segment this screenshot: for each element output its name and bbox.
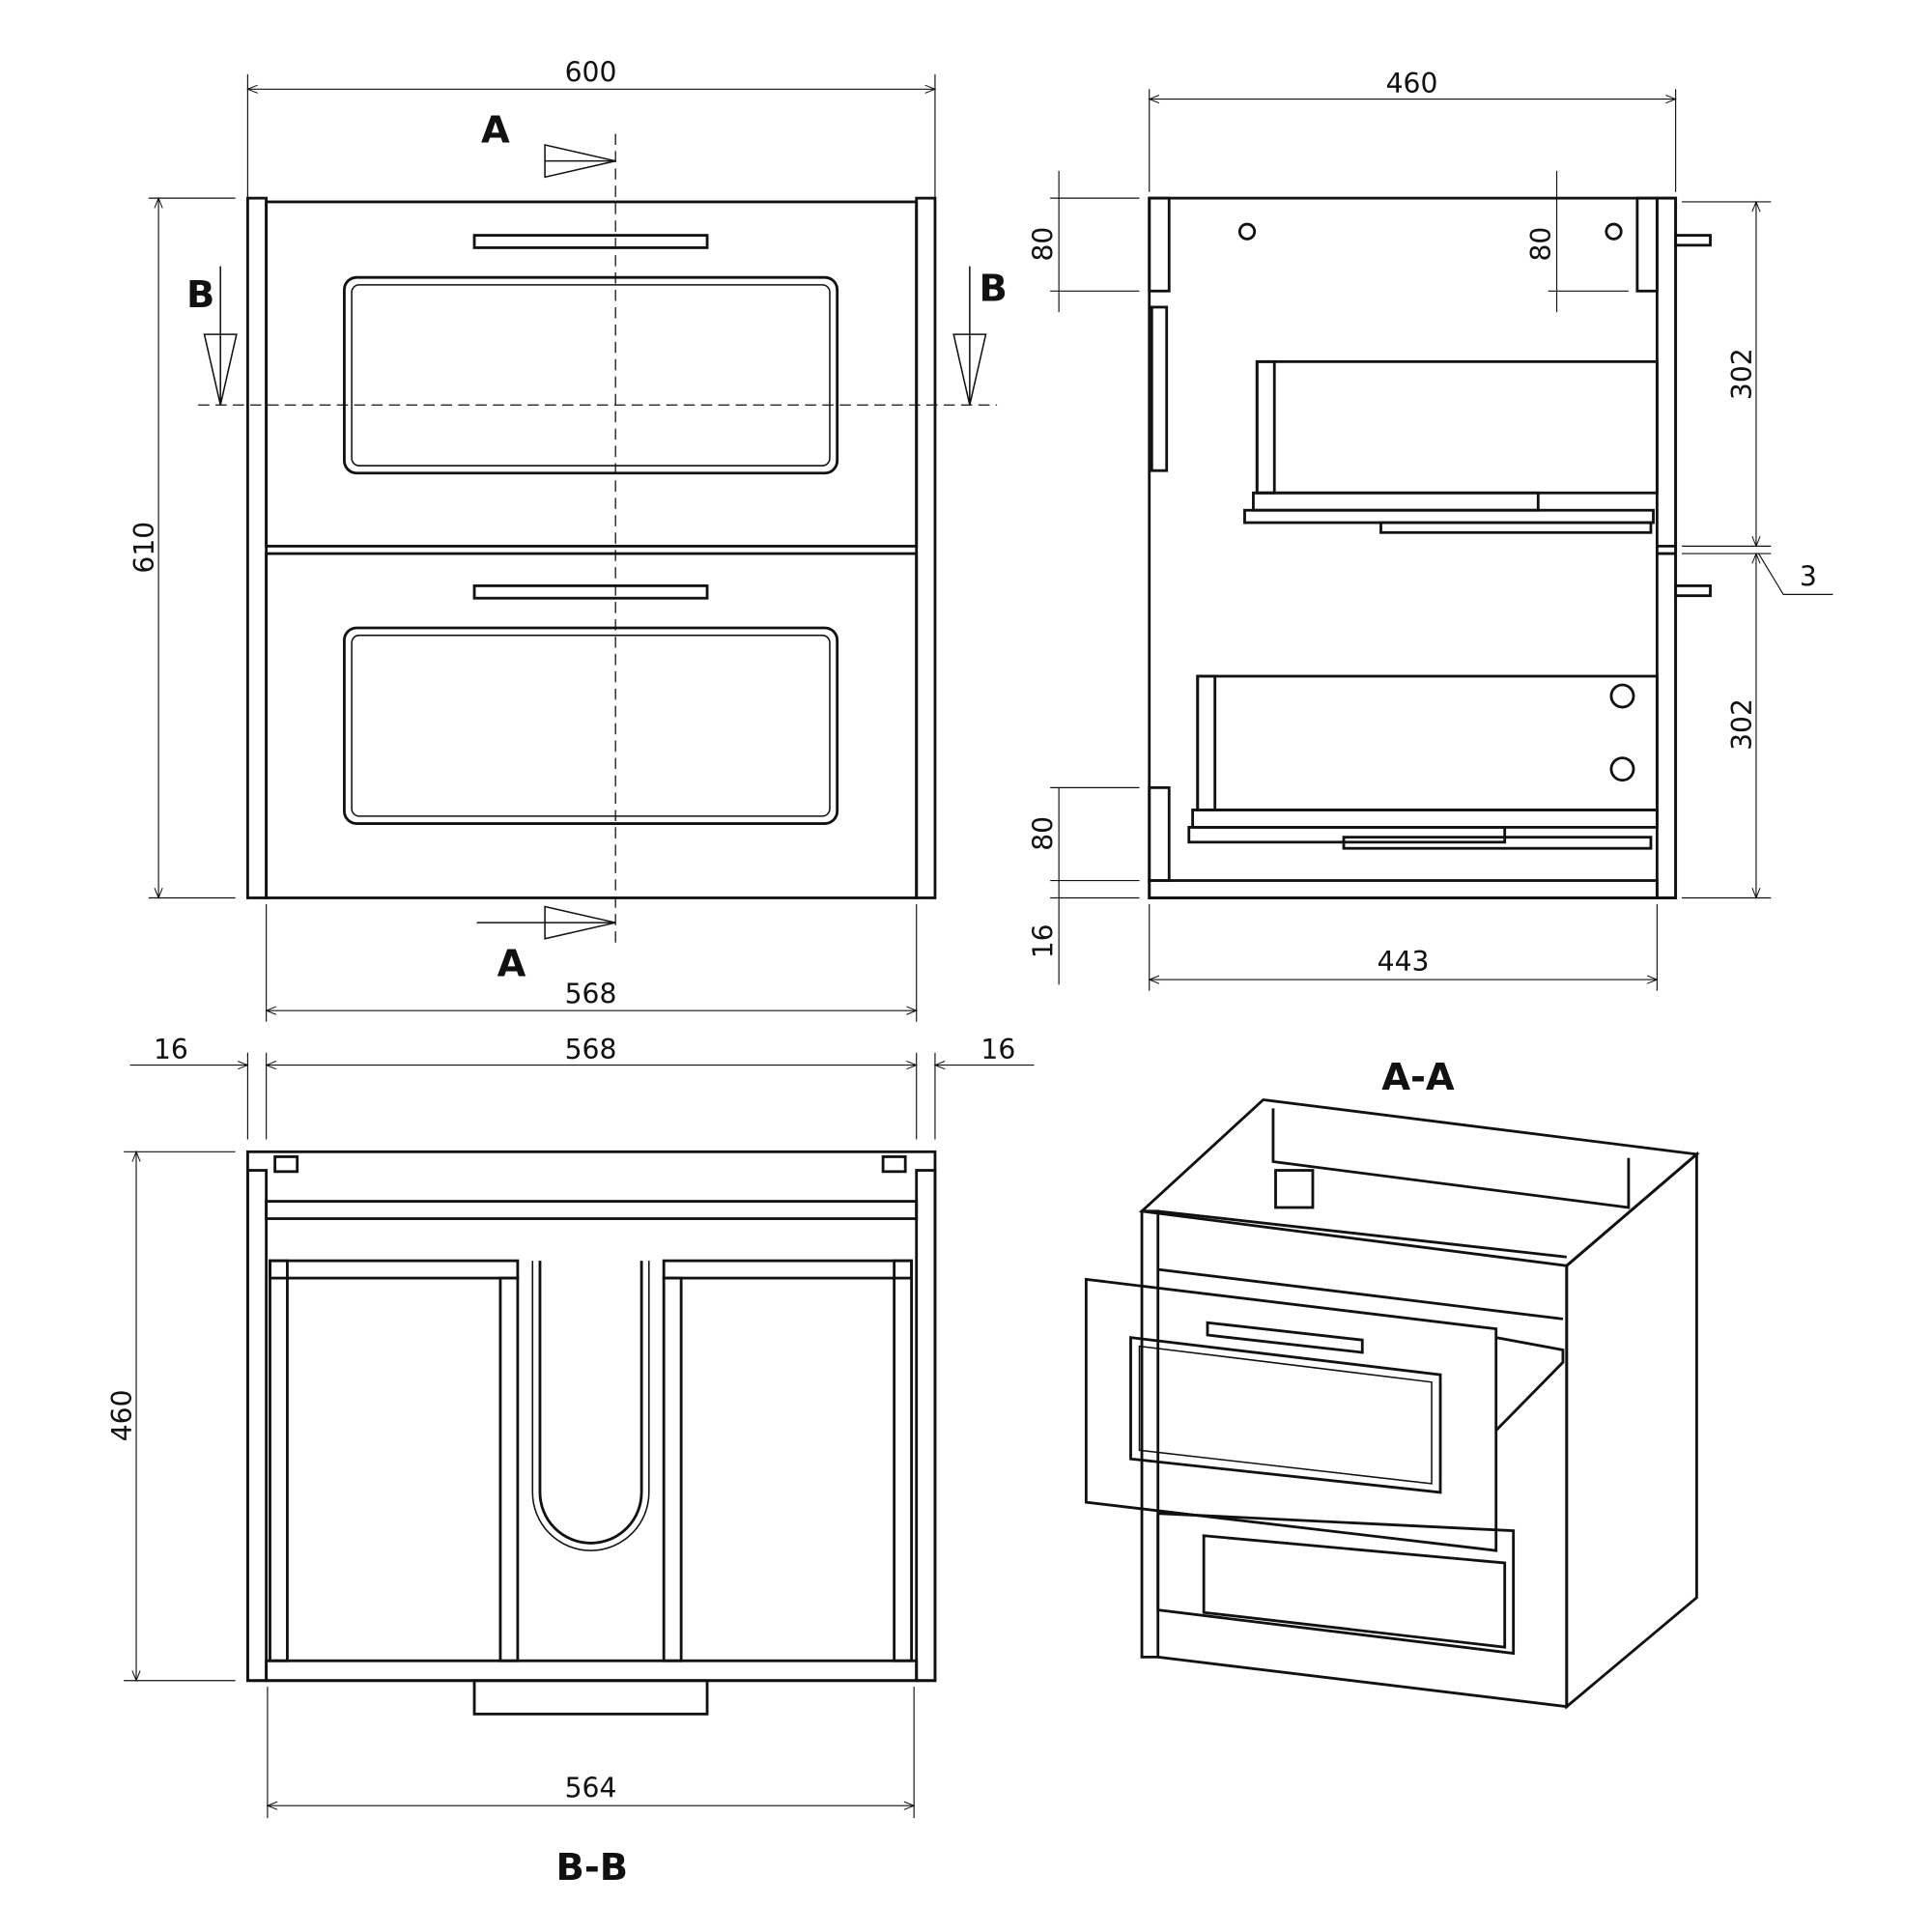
wall-bracket: [273, 1155, 299, 1174]
top-drawer-rail: [1379, 521, 1653, 534]
dim-depth-overall: 460: [1386, 68, 1438, 99]
section-bb-view: 16 568 16 460 564 B-B: [106, 1034, 1035, 1889]
dowel-hole: [1609, 756, 1635, 782]
dim-drawer-height-top: 302: [1726, 348, 1758, 400]
right-side-section: [915, 1169, 937, 1683]
wall-bracket: [1674, 234, 1712, 247]
hinge-mechanism: [1150, 305, 1169, 472]
cabinet-right-side: [1565, 1151, 1698, 1710]
section-arrow-b-left: [203, 266, 238, 406]
dim-top-offset-inner: 80: [1525, 227, 1557, 262]
top-drawer-panel-inner: [351, 284, 831, 467]
top-drawer-runner: [1243, 508, 1655, 525]
top-drawer-bottom: [1252, 491, 1540, 512]
dowel-hole: [1605, 222, 1623, 241]
top-drawer-handle: [472, 234, 709, 249]
back-rail-top: [1635, 196, 1659, 293]
front-rail-bottom: [1148, 785, 1171, 882]
dim-depth-plan: 460: [106, 1389, 138, 1441]
back-rail-section: [265, 1200, 919, 1220]
bottom-drawer-panel-inner: [351, 634, 831, 817]
open-drawer-panel: [1129, 1336, 1442, 1494]
bottom-drawer-box: [1196, 674, 1659, 811]
right-drawer-back: [662, 1259, 914, 1280]
section-label-b-right: B: [980, 268, 1008, 311]
drawer-handle-plan: [472, 1679, 709, 1716]
top-drawer-front: [265, 200, 919, 548]
dowel-hole: [1237, 222, 1257, 241]
wall-bracket: [1674, 584, 1712, 598]
siphon-cutout: [538, 1261, 643, 1545]
dim-side-right: 16: [980, 1034, 1015, 1065]
left-drawer-back: [269, 1259, 520, 1280]
open-drawer-front: [1084, 1277, 1498, 1552]
bottom-drawer-front: [265, 552, 919, 899]
isometric-view: A-A: [1084, 1056, 1700, 1710]
left-side-panel: [246, 196, 269, 899]
left-drawer-side-inner: [498, 1276, 520, 1662]
bottom-panel: [1148, 879, 1659, 899]
bottom-drawer-runner: [1187, 826, 1507, 844]
section-label-a-top: A: [481, 108, 510, 152]
cabinet-left-edge: [1140, 1209, 1160, 1659]
front-view: A A B B 600 610 568: [128, 57, 1008, 1022]
section-aa-title: A-A: [1381, 1056, 1455, 1099]
section-arrow-a-top: [544, 144, 616, 179]
cabinet-side-outline: [1148, 196, 1678, 899]
side-section-view: 460 443 302 302 3 80 80 80 16: [1028, 68, 1833, 991]
dim-top-offset-left: 80: [1028, 227, 1060, 262]
dim-width-overall: 600: [565, 57, 617, 89]
dowel-hole: [1609, 683, 1635, 709]
section-bb-title: B-B: [556, 1846, 629, 1889]
dim-width-inner: 568: [565, 978, 617, 1009]
dim-height-overall: 610: [128, 522, 160, 574]
hinge-mechanism: [1274, 1169, 1315, 1209]
bottom-drawer-box-front: [1196, 674, 1217, 811]
bottom-drawer-bottom: [1191, 809, 1659, 829]
front-rail-top: [1148, 196, 1171, 293]
wall-bracket: [881, 1155, 907, 1174]
left-drawer-side-outer: [269, 1259, 289, 1662]
bottom-drawer-panel: [343, 626, 839, 825]
section-label-a-bottom: A: [497, 942, 526, 985]
open-drawer-handle: [1206, 1321, 1364, 1354]
top-drawer-panel: [343, 275, 839, 475]
right-drawer-side-inner: [662, 1276, 683, 1662]
closed-drawer-panel: [1202, 1534, 1507, 1649]
bottom-drawer-rail: [1342, 836, 1653, 850]
dim-plinth: 16: [1028, 923, 1060, 958]
dim-depth-inner: 443: [1378, 946, 1430, 978]
front-panel-section: [265, 1659, 919, 1683]
dim-gap: 3: [1800, 560, 1817, 592]
section-arrow-b-right: [952, 266, 987, 406]
section-arrow-a-bottom: [476, 905, 616, 940]
closed-drawer-front: [1156, 1512, 1516, 1656]
top-drawer-box-front: [1255, 359, 1276, 495]
bottom-drawer-handle: [472, 584, 709, 600]
cabinet-plan-outline: [246, 1150, 937, 1683]
top-drawer-box: [1255, 359, 1659, 495]
dim-drawer-height-bottom: 302: [1726, 698, 1758, 751]
dim-bottom-offset: 80: [1028, 816, 1060, 851]
dim-inner-width-plan: 568: [565, 1034, 617, 1065]
right-drawer-side-outer: [893, 1259, 913, 1662]
back-panel: [1655, 196, 1678, 899]
left-side-section: [246, 1169, 269, 1683]
section-label-b-left: B: [186, 273, 214, 317]
dim-side-left: 16: [154, 1034, 188, 1065]
dim-bottom-width: 564: [565, 1772, 617, 1804]
right-side-panel: [915, 196, 937, 899]
